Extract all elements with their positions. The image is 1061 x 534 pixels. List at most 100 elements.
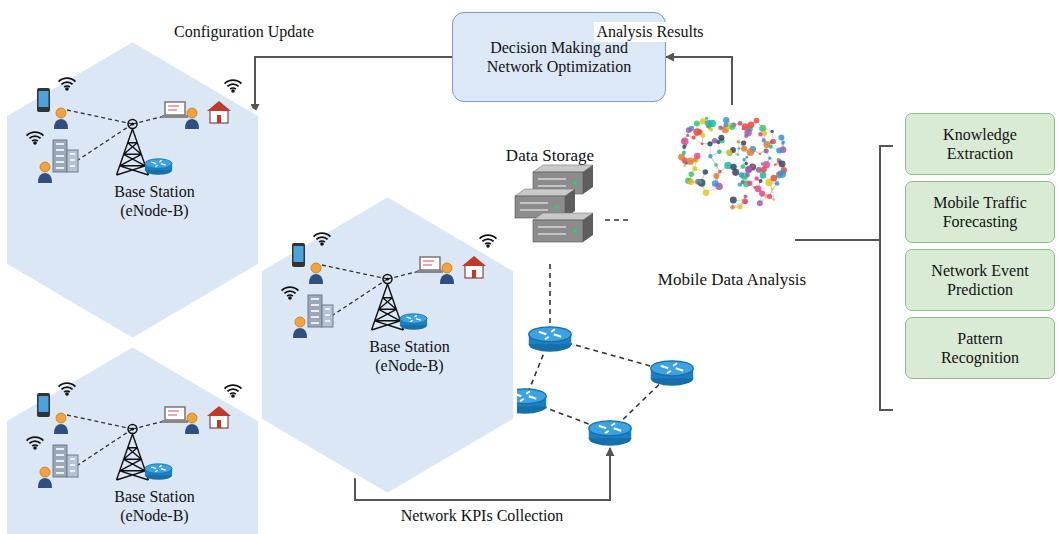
- brain-neuron: [747, 181, 752, 186]
- brain-neuron: [737, 153, 739, 155]
- cell-hexagon: Base Station (eNode-B): [260, 195, 515, 495]
- brain-neuron: [751, 164, 755, 168]
- person-head: [40, 467, 50, 477]
- person-body: [38, 173, 52, 183]
- person-body: [185, 424, 199, 434]
- wifi-arc: [64, 86, 70, 87]
- radio-link: [67, 415, 133, 429]
- laptop-screen: [165, 407, 185, 420]
- brain-neuron: [739, 172, 744, 177]
- brain-neuron: [745, 156, 748, 159]
- laptop-screen: [420, 257, 440, 270]
- node-text: Base Station (eNode-B): [105, 487, 205, 525]
- brain-neuron: [703, 190, 709, 196]
- wifi-arc: [485, 243, 491, 244]
- bracket: [795, 146, 893, 410]
- wifi-arc: [316, 237, 327, 239]
- brain-neuron: [683, 164, 686, 167]
- server-side: [583, 213, 593, 242]
- person-head: [56, 413, 66, 423]
- wifi-arc: [284, 291, 295, 293]
- brain-neuron: [730, 197, 737, 204]
- node-text: Base Station (eNode-B): [105, 182, 205, 220]
- server-led: [573, 229, 577, 233]
- brain-neuron: [742, 123, 749, 130]
- brain-neuron: [730, 125, 735, 130]
- antenna-dot: [386, 277, 389, 280]
- cell-illustration: [27, 383, 242, 488]
- brain-neuron: [730, 205, 734, 209]
- brain-neuron: [707, 141, 712, 146]
- person-body: [54, 424, 68, 434]
- radio-link: [67, 110, 133, 124]
- wifi-arc: [61, 387, 72, 389]
- node-text: Base Station (eNode-B): [360, 337, 460, 375]
- flow-arrow: [255, 57, 452, 112]
- brain-neuron: [689, 172, 694, 177]
- node-text: Mobile Data Analysis: [658, 270, 806, 290]
- brain-neuron: [775, 181, 780, 186]
- brain-neuron: [727, 150, 733, 156]
- brain-neuron: [692, 135, 696, 139]
- person-head: [442, 263, 452, 273]
- brain-neuron: [688, 179, 694, 185]
- brain-neuron: [770, 139, 775, 144]
- brain-neuron: [738, 121, 743, 126]
- task-box: Mobile Traffic Forecasting: [905, 181, 1055, 243]
- router-icon: [145, 464, 172, 480]
- wifi-dot: [486, 244, 490, 248]
- brain-neuron: [714, 163, 718, 167]
- radio-link: [330, 279, 388, 317]
- cell-hexagon: Base Station (eNode-B): [5, 40, 260, 340]
- brain-neuron: [705, 120, 712, 127]
- person-head: [187, 413, 197, 423]
- phone-screen: [294, 246, 304, 262]
- brain-neuron: [769, 145, 773, 149]
- person-head: [40, 162, 50, 172]
- wifi-arc: [59, 78, 76, 81]
- server-slots: [520, 203, 548, 210]
- brain-neuron: [779, 160, 786, 167]
- laptop-screen-lines: [168, 411, 179, 415]
- brain-neuron: [761, 166, 767, 172]
- brain-neuron: [773, 198, 776, 201]
- brain-neuron: [693, 158, 697, 162]
- router-icon: [400, 314, 427, 330]
- person-head: [187, 108, 197, 118]
- house-roof: [462, 256, 486, 266]
- brain-neuron: [774, 163, 777, 166]
- cell-illustration: [282, 233, 497, 338]
- brain-neuron: [723, 123, 728, 128]
- task-box: Network Event Prediction: [905, 249, 1055, 311]
- hexagon-outline: [5, 345, 260, 534]
- brain-neuron: [718, 135, 724, 141]
- wifi-arc: [225, 385, 242, 388]
- phone: [37, 393, 50, 417]
- brain-neuron: [686, 127, 692, 133]
- brain-neuron: [741, 180, 745, 184]
- building-windows: [56, 449, 75, 473]
- wifi-arc: [59, 383, 76, 386]
- antenna-dot: [131, 427, 134, 430]
- wifi-arc: [29, 136, 40, 138]
- brain-neuron: [726, 149, 732, 155]
- brain-neuron: [779, 170, 786, 177]
- wifi-dot: [33, 446, 37, 450]
- arrow-label: Network KPIs Collection: [399, 506, 566, 525]
- brain-neuron: [756, 167, 762, 173]
- brain-neuron: [744, 129, 751, 136]
- laptop-base: [162, 115, 188, 118]
- brain-neuron: [717, 150, 722, 155]
- wifi-arc: [27, 132, 44, 135]
- antenna: [128, 425, 137, 434]
- router-icon: [529, 327, 572, 352]
- house-roof: [207, 101, 231, 111]
- brain-neuron: [737, 140, 740, 143]
- server-side: [583, 165, 593, 194]
- brain-neuron: [747, 149, 754, 156]
- server-top: [533, 213, 593, 220]
- brain-neuron: [770, 130, 773, 133]
- node-text: Pattern Recognition: [921, 329, 1039, 367]
- person-head: [56, 108, 66, 118]
